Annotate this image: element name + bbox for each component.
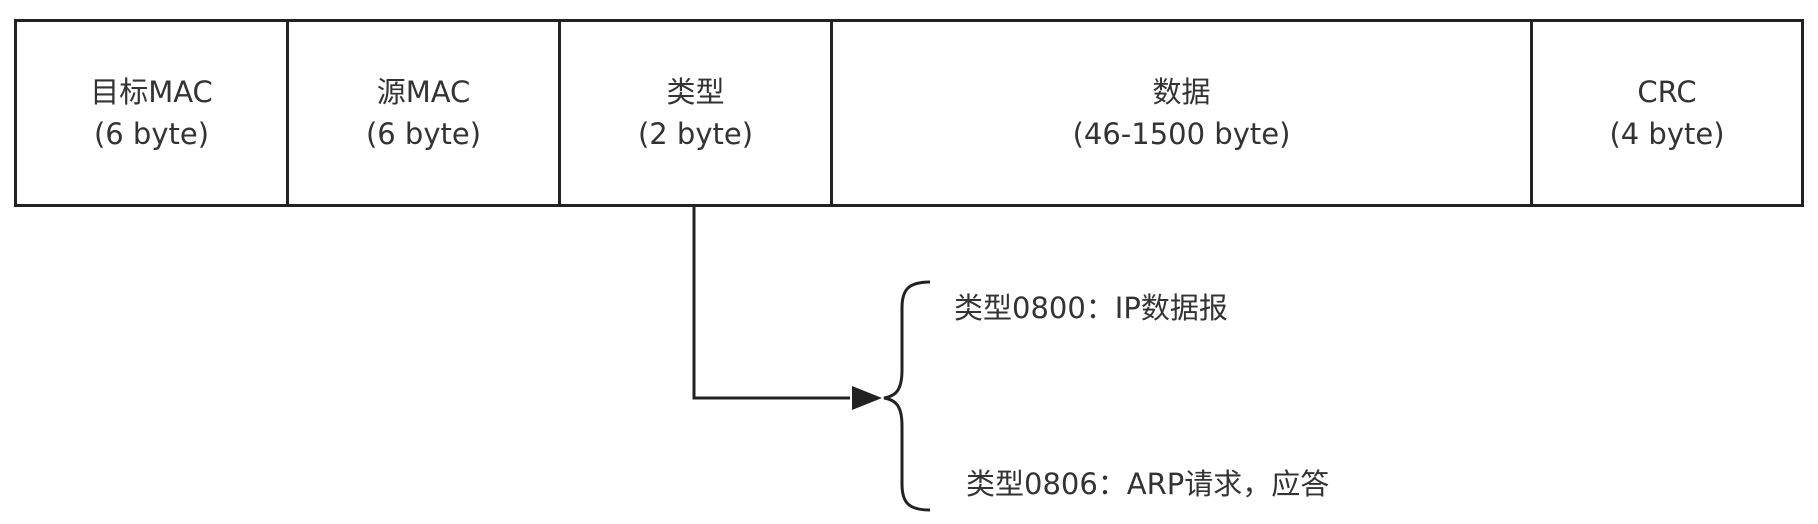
field-name: 源MAC (376, 75, 471, 109)
field-type: 类型 (2 byte) (561, 22, 833, 204)
field-name: 目标MAC (90, 75, 213, 109)
type-value-arp: 类型0806：ARP请求，应答 (966, 467, 1330, 501)
field-size: (2 byte) (637, 117, 754, 151)
ethernet-frame: 目标MAC (6 byte) 源MAC (6 byte) 类型 (2 byte)… (14, 19, 1804, 207)
arrow-head-icon (852, 386, 882, 410)
field-name: 数据 (1152, 75, 1211, 109)
type-value-ip: 类型0800：IP数据报 (954, 291, 1228, 325)
connector-line (692, 207, 850, 400)
field-name: CRC (1637, 75, 1697, 109)
field-data: 数据 (46-1500 byte) (833, 22, 1533, 204)
field-size: (46-1500 byte) (1072, 117, 1291, 151)
field-size: (6 byte) (93, 117, 210, 151)
field-size: (4 byte) (1609, 117, 1725, 151)
field-size: (6 byte) (365, 117, 482, 151)
field-crc: CRC (4 byte) (1533, 22, 1801, 204)
field-source-mac: 源MAC (6 byte) (289, 22, 561, 204)
curly-brace-icon (883, 280, 931, 512)
field-destination-mac: 目标MAC (6 byte) (17, 22, 289, 204)
field-name: 类型 (666, 75, 725, 109)
